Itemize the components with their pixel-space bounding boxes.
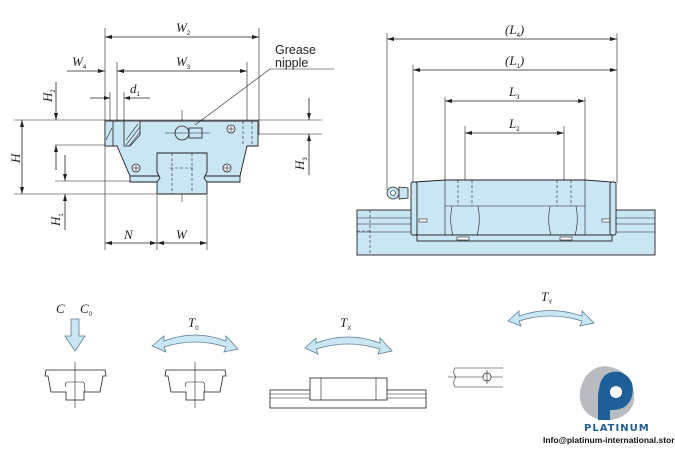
label-n: N: [123, 227, 134, 242]
label-h1: H1: [48, 213, 65, 227]
label-w4: W4: [72, 54, 87, 71]
label-c0: C0: [80, 301, 93, 318]
label-h: H: [8, 153, 23, 164]
label-tx: TX: [340, 315, 351, 332]
side-carriage: [414, 179, 613, 236]
label-l1: (L1): [505, 53, 524, 70]
label-l2: L2: [508, 116, 520, 133]
platinum-logo: PLATINUM Info@platinum-international.sto…: [543, 366, 675, 445]
label-h2: H2: [40, 89, 57, 103]
label-c: C: [56, 301, 65, 316]
label-t0: T0: [188, 315, 199, 332]
rotate-arrow-icon: [151, 334, 239, 353]
load-tx: TX: [269, 315, 427, 409]
callout-grease-line1: Grease: [275, 43, 316, 57]
down-arrow-icon: [64, 318, 86, 352]
label-l4: (L4): [505, 22, 524, 39]
callout-grease-line2: nipple: [275, 56, 308, 70]
brand-name: PLATINUM: [584, 423, 650, 434]
rotate-arrow-icon: [304, 336, 393, 355]
rotate-arrow-icon: [507, 310, 595, 327]
label-l3: L3: [508, 84, 520, 101]
side-view: (L4) (L1) L3 L2: [356, 22, 656, 256]
label-d1: d1: [130, 81, 141, 98]
front-view: W2 W3 W4 d1 N W H H2 H1 H3 Grease nipple: [8, 20, 334, 250]
label-w3: W3: [176, 54, 191, 71]
load-t0: T0: [151, 315, 239, 408]
label-ty: TY: [541, 289, 552, 306]
label-h3: H3: [292, 157, 309, 171]
load-ty: TY: [448, 289, 595, 388]
tx-block: [309, 377, 388, 401]
block-profile: [44, 369, 107, 401]
load-c: C C0: [44, 301, 107, 408]
brand-email: Info@platinum-international.store: [543, 435, 675, 445]
label-w2: W2: [176, 20, 191, 37]
rail: [156, 152, 208, 195]
label-w: W: [176, 227, 188, 242]
